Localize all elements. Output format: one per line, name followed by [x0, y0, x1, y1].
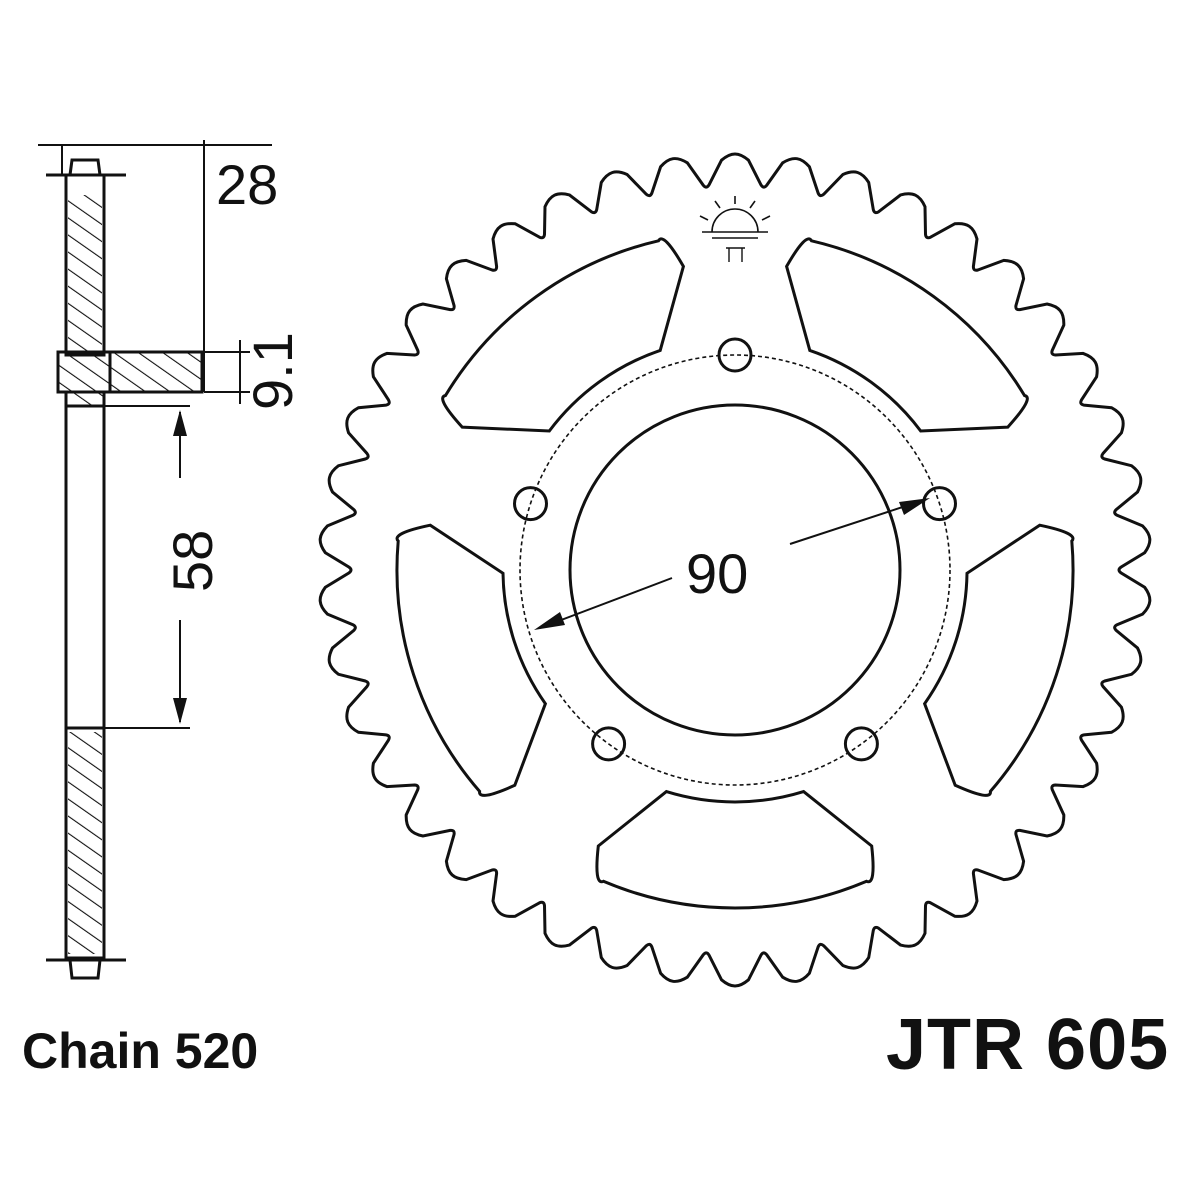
plate-bottom-tip: [68, 959, 102, 980]
bolt-hole: [717, 337, 753, 373]
dim-58-label: 58: [161, 530, 224, 592]
bolt-circle: [519, 354, 951, 786]
lightening-window: [784, 237, 1029, 433]
dim-90-arrow-right: [899, 498, 930, 515]
sprocket-teeth-outline: [318, 152, 1152, 988]
dim-58-arrow-bottom: [173, 698, 187, 724]
dim-90-arrow-left: [534, 612, 565, 630]
bolt-hole: [591, 726, 627, 762]
bolt-hole: [922, 486, 957, 522]
dim-28-label: 28: [216, 153, 278, 216]
sun-logo-icon: [699, 196, 771, 262]
lightening-window: [395, 523, 548, 797]
bolt-shaft: [108, 350, 204, 394]
plate-top-tip: [68, 158, 102, 176]
dim-90-label: 90: [686, 542, 748, 605]
dim-91-label: 9.1: [241, 332, 304, 410]
lightening-windows: [395, 237, 1075, 910]
bolt-hole: [513, 486, 548, 522]
dim-58-arrow-top: [173, 410, 187, 436]
part-number-label: JTR 605: [886, 1005, 1170, 1085]
bolt-hole: [843, 726, 879, 762]
hub-lower: [64, 390, 106, 408]
bolt-holes: [513, 337, 957, 762]
plate-upper-hatch: [68, 195, 102, 351]
plate-lower-section: [64, 726, 106, 960]
lightening-window: [595, 789, 875, 910]
lightening-window: [441, 237, 686, 433]
chain-size-label: Chain 520: [22, 1023, 259, 1079]
hub-nut: [56, 350, 112, 394]
center-bore: [568, 403, 902, 737]
sprocket-front-view: [318, 152, 1152, 988]
lightening-window: [922, 523, 1075, 797]
plate-lower-hatch: [68, 732, 102, 954]
side-view: [38, 140, 272, 980]
